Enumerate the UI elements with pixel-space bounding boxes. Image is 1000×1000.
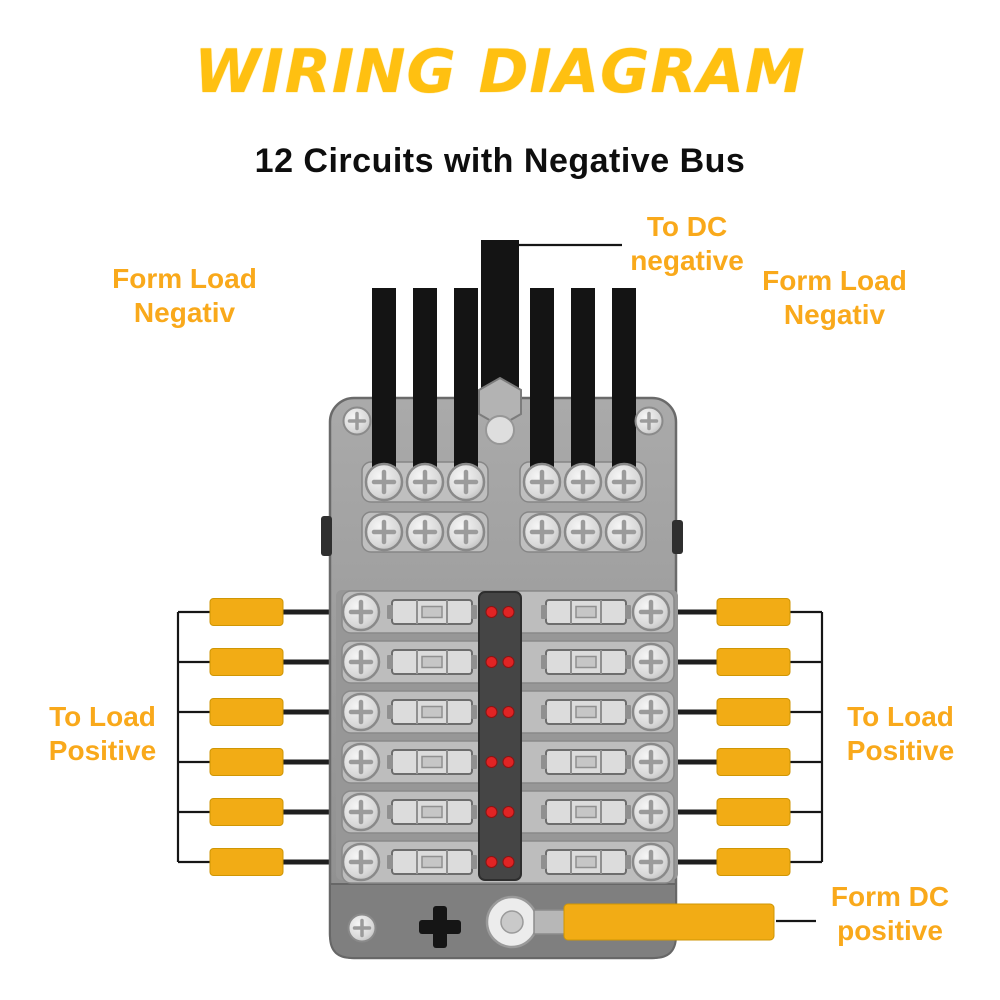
negative-wire bbox=[571, 288, 595, 478]
negative-terminal-screw bbox=[366, 514, 402, 550]
load-terminal-screw bbox=[633, 844, 669, 880]
load-terminal-screw bbox=[343, 594, 379, 630]
diagram-title: WIRING DIAGRAM bbox=[194, 37, 806, 107]
label-to-load-positive-left: To Load Positive bbox=[48, 701, 157, 766]
dc-positive-section bbox=[346, 895, 775, 949]
negative-wire bbox=[454, 288, 478, 478]
mounting-screw bbox=[346, 912, 378, 944]
negative-wire bbox=[530, 288, 554, 478]
blade-fuse bbox=[386, 699, 478, 725]
blade-fuse bbox=[386, 849, 478, 875]
label-form-load-negativ-left: Form Load Negativ bbox=[112, 263, 257, 328]
dc-positive-terminal-center bbox=[500, 910, 524, 934]
left-load-bracket-line bbox=[176, 610, 210, 864]
positive-wire bbox=[209, 698, 284, 726]
dc-negative-wire bbox=[481, 240, 519, 404]
diagram-subtitle: 12 Circuits with Negative Bus bbox=[254, 142, 746, 180]
blade-fuse bbox=[386, 599, 478, 625]
positive-wire bbox=[716, 648, 791, 676]
negative-terminal-screw bbox=[448, 464, 484, 500]
right-load-bracket-line bbox=[790, 610, 824, 864]
positive-wire bbox=[209, 648, 284, 676]
positive-wire bbox=[716, 848, 791, 876]
positive-wire bbox=[716, 798, 791, 826]
blade-fuse bbox=[386, 799, 478, 825]
negative-terminal-screw bbox=[565, 464, 601, 500]
blade-fuse bbox=[540, 749, 632, 775]
blade-fuse bbox=[386, 749, 478, 775]
positive-wire bbox=[716, 698, 791, 726]
blade-fuse bbox=[540, 849, 632, 875]
label-form-dc-positive: Form DC positive bbox=[830, 881, 950, 946]
negative-terminal-screw bbox=[366, 464, 402, 500]
load-terminal-screw bbox=[343, 644, 379, 680]
mounting-screw bbox=[341, 405, 373, 437]
load-terminal-screw bbox=[343, 844, 379, 880]
negative-terminal-screw bbox=[524, 464, 560, 500]
label-to-dc-negative: To DC negative bbox=[630, 211, 744, 276]
load-positive-wires bbox=[209, 598, 791, 876]
positive-wire bbox=[209, 798, 284, 826]
blade-fuse bbox=[540, 799, 632, 825]
negative-wire bbox=[372, 288, 396, 478]
dc-negative-stud bbox=[478, 376, 522, 445]
load-terminal-screw bbox=[633, 744, 669, 780]
positive-symbol-icon bbox=[419, 906, 461, 948]
negative-terminal-screw bbox=[448, 514, 484, 550]
load-terminal-screw bbox=[633, 644, 669, 680]
blade-fuse bbox=[540, 649, 632, 675]
blade-fuse bbox=[386, 649, 478, 675]
positive-wire bbox=[716, 598, 791, 626]
load-terminal-screw bbox=[343, 694, 379, 730]
positive-wire bbox=[209, 748, 284, 776]
negative-terminal-screw bbox=[407, 514, 443, 550]
negative-terminal-screw bbox=[606, 514, 642, 550]
dc-positive-lug bbox=[533, 909, 569, 935]
positive-wire bbox=[209, 848, 284, 876]
side-tab-left bbox=[321, 516, 332, 556]
negative-terminal-screw bbox=[524, 514, 560, 550]
load-terminal-screw bbox=[633, 594, 669, 630]
positive-wire bbox=[716, 748, 791, 776]
side-tab-right bbox=[672, 520, 683, 554]
label-form-load-negativ-right: Form Load Negativ bbox=[762, 265, 907, 330]
label-to-load-positive-right: To Load Positive bbox=[846, 701, 955, 766]
load-terminal-screw bbox=[633, 794, 669, 830]
dc-positive-wire bbox=[563, 903, 775, 941]
leader-lines bbox=[176, 243, 824, 923]
negative-terminal-screw bbox=[407, 464, 443, 500]
blade-fuse bbox=[540, 599, 632, 625]
load-negative-wires bbox=[372, 240, 636, 478]
load-terminal-screw bbox=[343, 744, 379, 780]
mounting-screw bbox=[633, 405, 665, 437]
negative-terminal-screw bbox=[565, 514, 601, 550]
load-terminal-screw bbox=[633, 694, 669, 730]
negative-terminal-screw bbox=[606, 464, 642, 500]
load-terminal-screw bbox=[343, 794, 379, 830]
led-strip bbox=[478, 591, 522, 881]
negative-wire bbox=[413, 288, 437, 478]
negative-wire bbox=[612, 288, 636, 478]
wire-stubs bbox=[283, 609, 717, 865]
positive-wire bbox=[209, 598, 284, 626]
blade-fuse bbox=[540, 699, 632, 725]
